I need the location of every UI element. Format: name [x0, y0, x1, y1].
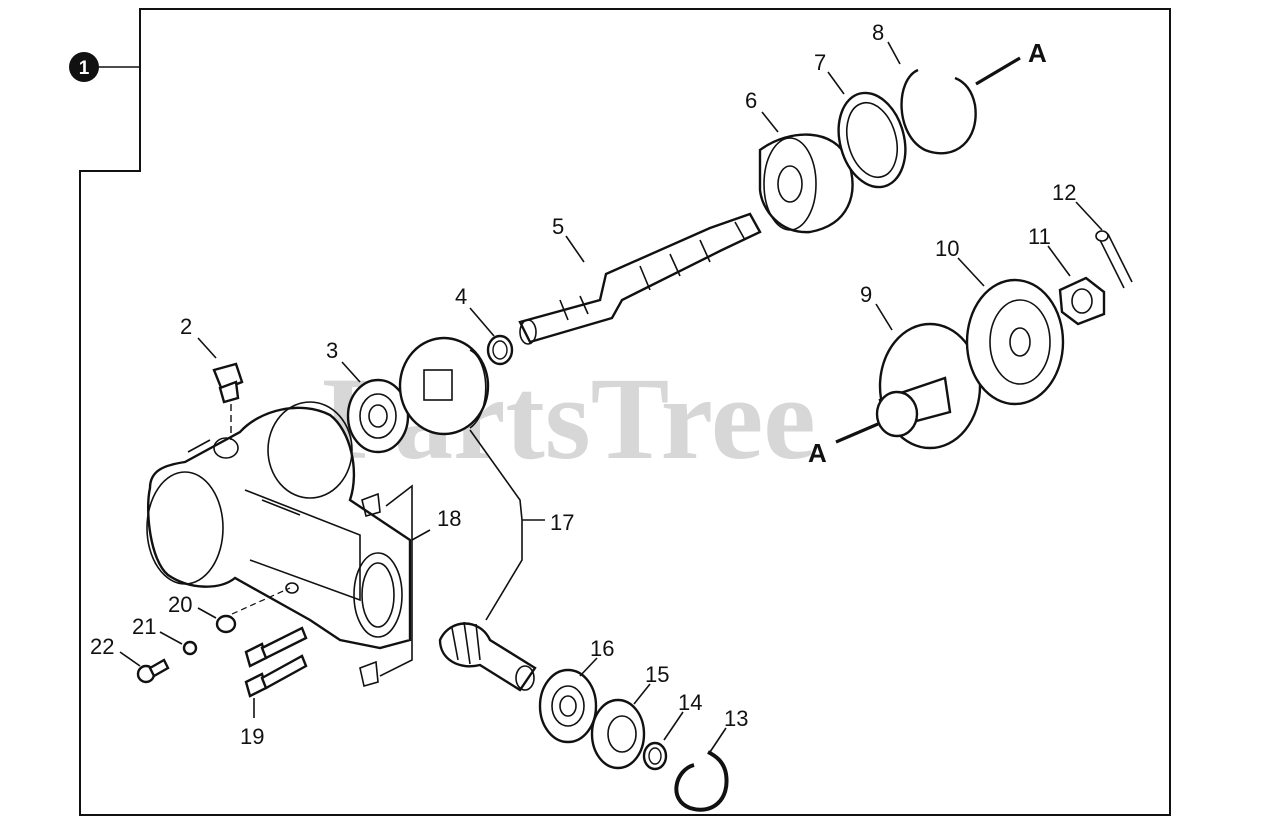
callout-17: 17	[550, 510, 574, 535]
shaft-5	[518, 212, 762, 345]
callout-9: 9	[860, 282, 872, 307]
plate-10	[965, 278, 1065, 406]
callout-7: 7	[814, 50, 826, 75]
bolt-2	[212, 362, 244, 440]
bearing-6	[758, 133, 854, 234]
bearing-3	[346, 378, 410, 454]
callout-3: 3	[326, 338, 338, 363]
assembly-marker: 1	[69, 52, 140, 82]
bolts-19	[244, 626, 308, 698]
cotter-pin-12	[1095, 230, 1133, 289]
snap-ring-13	[674, 750, 729, 812]
alignment-line	[231, 587, 291, 615]
callout-8: 8	[872, 20, 884, 45]
leader-lines	[119, 41, 1103, 753]
gear-case-housing	[146, 401, 412, 650]
washer-21	[182, 640, 198, 656]
callout-14: 14	[678, 690, 702, 715]
callout-16: 16	[590, 636, 614, 661]
screw-22	[136, 658, 170, 684]
callout-6: 6	[745, 88, 757, 113]
callout-2: 2	[180, 314, 192, 339]
bearing-15	[590, 698, 646, 770]
bevel-pinion-17	[438, 621, 537, 692]
callout-15: 15	[645, 662, 669, 687]
label-a-lower: A	[808, 438, 827, 468]
holder-9	[875, 322, 982, 450]
callout-13: 13	[724, 706, 748, 731]
callout-10: 10	[935, 236, 959, 261]
callout-19: 19	[240, 724, 264, 749]
callout-18: 18	[437, 506, 461, 531]
callout-11: 11	[1028, 224, 1051, 249]
assembly-number: 1	[79, 58, 90, 79]
diagram-frame	[79, 8, 1171, 816]
bevel-gear-17	[398, 336, 490, 436]
arrow-a-upper	[975, 56, 1021, 86]
callout-labels: 2 3 4 5 6 7 8 9 10 11 12 13 14 15 16 17 …	[90, 20, 1076, 749]
callout-21: 21	[132, 614, 156, 639]
snap-ring-4	[486, 334, 514, 366]
nut-11	[1058, 276, 1106, 326]
callout-12: 12	[1052, 180, 1076, 205]
snap-ring-8	[900, 68, 977, 155]
washer-20	[215, 614, 237, 634]
callout-22: 22	[90, 634, 114, 659]
label-a-upper: A	[1028, 38, 1047, 68]
snap-ring-14	[642, 741, 668, 771]
callout-20: 20	[168, 592, 192, 617]
bearing-16	[538, 668, 598, 744]
arrow-a-lower	[835, 422, 879, 444]
callout-5: 5	[552, 214, 564, 239]
gaskets-18	[359, 484, 431, 688]
washer-7	[837, 91, 907, 189]
callout-4: 4	[455, 284, 467, 309]
